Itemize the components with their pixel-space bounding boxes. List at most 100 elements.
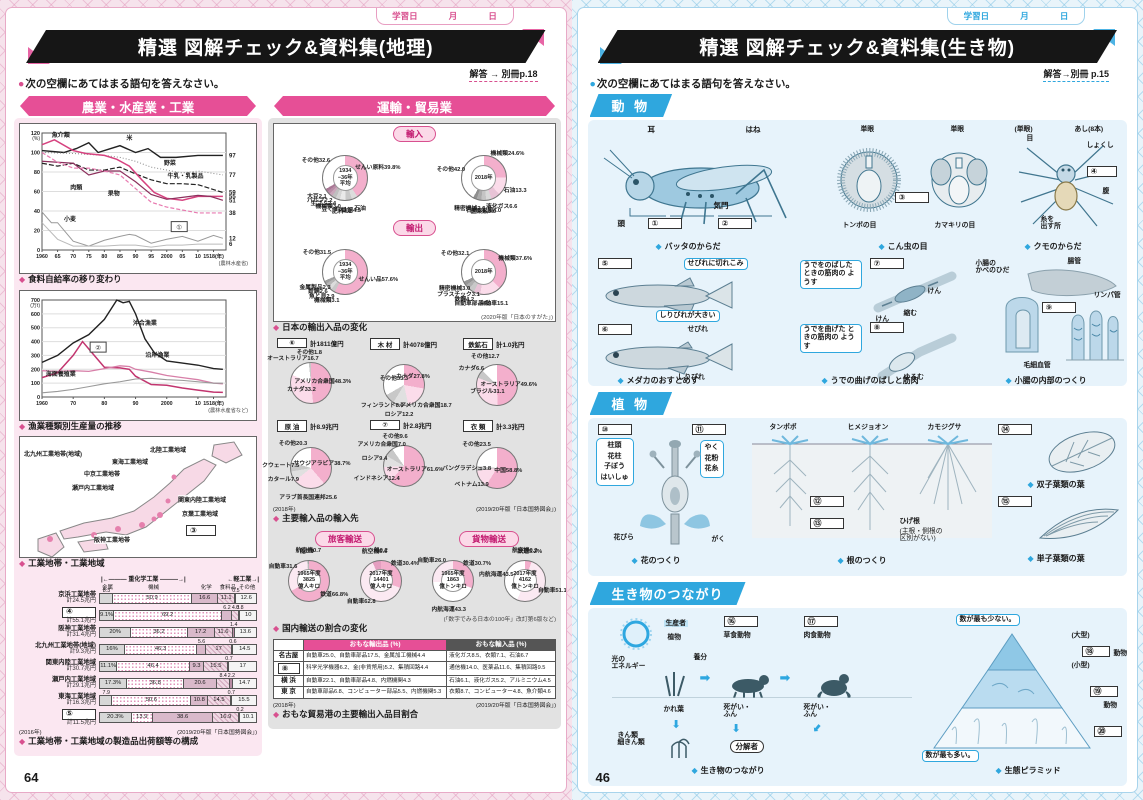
ports-table-box: おもな輸出品 (%)おもな輸入品 (%)名古屋自動車25.0、自動車部品17.5… — [273, 639, 556, 699]
map-answer-box[interactable]: ③ — [186, 525, 216, 537]
pie-label: その他33.3 — [379, 376, 409, 383]
flower-graphic — [639, 440, 710, 545]
answer-box-4[interactable]: ④ — [1086, 166, 1117, 177]
answer-box-14[interactable]: ⑭ — [997, 424, 1032, 435]
data-source: (2019/20年版「日本国勢図会」) — [476, 507, 556, 514]
pie-label: 衣類4.0 — [481, 208, 502, 215]
data-year: (2018年) — [273, 507, 296, 514]
caption-marker-icon: ◆ — [19, 275, 26, 284]
answer-box-15[interactable]: ⑮ — [997, 496, 1032, 507]
svg-text:海面養殖業: 海面養殖業 — [46, 370, 77, 378]
chart-caption: 工業地帯・工業地域の製造品出荷額等の構成 — [28, 735, 199, 746]
answer-box-1[interactable]: ① — [647, 218, 682, 229]
study-date-box: 学習日 月 日 — [375, 8, 514, 25]
sun-icon — [619, 618, 652, 650]
answer-box-7[interactable]: ⑦ — [869, 258, 904, 269]
answer-box-19[interactable]: ⑲ — [1089, 686, 1118, 697]
answer-box-18[interactable]: ⑱ — [1081, 646, 1110, 657]
chain-arrow-icon: ➡ — [779, 670, 791, 685]
page-title-banner: 精選 図解チェック&資料集(地理) — [26, 29, 546, 64]
answer-box-5[interactable]: ⑤ — [597, 258, 632, 269]
pie-head-box: 鉄鉱石 — [463, 337, 493, 350]
dragonfly-eye-label: トンボの目 — [842, 222, 877, 229]
study-date-day: 日 — [488, 11, 497, 21]
arm-muscle-diagram: うでをのばした ときの筋肉の ようす ⑦ けん 縮む けん うでを曲げた ときの… — [799, 258, 968, 386]
caption-marker-icon: ◆ — [691, 766, 698, 775]
animals-panel: 耳 はね 気門 頭 ① ② ◆バッタのからだ — [587, 120, 1127, 386]
svg-text:肉類: 肉類 — [70, 184, 83, 192]
svg-text:米: 米 — [126, 134, 132, 142]
svg-text:(農林水産省): (農林水産省) — [219, 259, 249, 266]
svg-text:沿岸漁業: 沿岸漁業 — [145, 350, 170, 358]
page-number-left: 64 — [24, 770, 39, 785]
pie-label: その他32.6 — [301, 157, 331, 164]
data-year: (2018年) — [273, 702, 296, 709]
answer-box-16[interactable]: ⑯ — [723, 616, 758, 627]
decomposer-label: 分解者 — [729, 740, 764, 753]
svg-text:80: 80 — [34, 170, 40, 176]
geography-page: 学習日 月 日 精選 図解チェック&資料集(地理) 解答 → 別冊p.18 ●次… — [5, 7, 567, 793]
answer-box-11[interactable]: ⑪ — [691, 424, 726, 435]
pie-label: 金属製品2.3 — [299, 284, 331, 291]
svg-text:1960: 1960 — [36, 254, 48, 260]
carnivore-label: 肉食動物 — [803, 632, 831, 639]
port-answer-box[interactable]: ⑧ — [277, 663, 300, 675]
answer-box-2[interactable]: ② — [717, 218, 752, 229]
answer-box-20[interactable]: ⑳ — [1093, 726, 1122, 737]
industrial-areas-map: 北九州工業地帯(地域)瀬戸内工業地域阪神工業地帯中京工業地帯東海工業地域北陸工業… — [19, 436, 257, 559]
pie-label: その他20.3 — [278, 440, 308, 447]
grasshopper-graphic — [603, 149, 787, 225]
filament-label: 花糸 — [704, 465, 719, 472]
bar-answer-box[interactable]: ⑤ — [62, 708, 96, 720]
dead-leaf-label: かれ葉 — [663, 706, 684, 713]
svg-text:(%): (%) — [32, 136, 40, 142]
japan-map-graphic — [37, 441, 243, 558]
answer-box-12[interactable]: ⑫ — [809, 496, 844, 507]
answer-box-17[interactable]: ⑰ — [803, 616, 838, 627]
fibrous-root-note: (主根・側根の 区別がない) — [899, 528, 943, 543]
answer-box-10[interactable]: ⑩ — [597, 424, 632, 435]
bar-answer-box[interactable]: ④ — [62, 606, 96, 618]
svg-text:果物: 果物 — [107, 189, 120, 197]
section-header-agriculture: 農業・水産業・工業 — [20, 96, 256, 116]
plants-row: ⑩ ⑪ 柱頭 花柱 子ぼう はいしゅ やく 花粉 花糸 — [595, 424, 1120, 566]
answer-box-8[interactable]: ⑧ — [869, 322, 904, 333]
answer-box-13[interactable]: ⑬ — [809, 518, 844, 529]
page-title: 精選 図解チェック&資料集(生き物) — [598, 30, 1118, 63]
caption-marker-icon: ◆ — [273, 514, 280, 524]
svg-text:70: 70 — [70, 254, 76, 260]
answer-box-9[interactable]: ⑨ — [1041, 302, 1076, 313]
svg-text:20: 20 — [34, 229, 40, 235]
svg-text:100: 100 — [31, 381, 40, 387]
answer-box-6[interactable]: ⑥ — [597, 324, 632, 335]
imports-column-header: おもな輸入品 (%) — [446, 639, 556, 652]
lymph-label: リンパ管 — [1093, 292, 1121, 299]
relax-label: ゆるむ — [903, 374, 924, 381]
pie-label: カナダ27.8% — [396, 374, 430, 381]
svg-text:85: 85 — [117, 254, 123, 260]
caption-marker-icon: ◆ — [821, 376, 828, 385]
answer-box-3[interactable]: ③ — [894, 192, 929, 203]
small-label: (小型) — [1071, 662, 1090, 669]
bent-arm-graphic — [877, 333, 956, 381]
pie-label: その他1.8 — [296, 349, 323, 356]
ports-table-footer: (2018年) (2019/20年版「日本国勢図会」) — [273, 700, 556, 709]
map-label: 中京工業地帯 — [84, 469, 121, 479]
svg-text:2000: 2000 — [161, 254, 173, 260]
svg-text:10: 10 — [195, 254, 201, 260]
svg-text:(万t): (万t) — [30, 303, 40, 309]
caption-marker-icon: ◆ — [631, 556, 638, 565]
ovule-label: はいしゅ — [600, 473, 629, 481]
